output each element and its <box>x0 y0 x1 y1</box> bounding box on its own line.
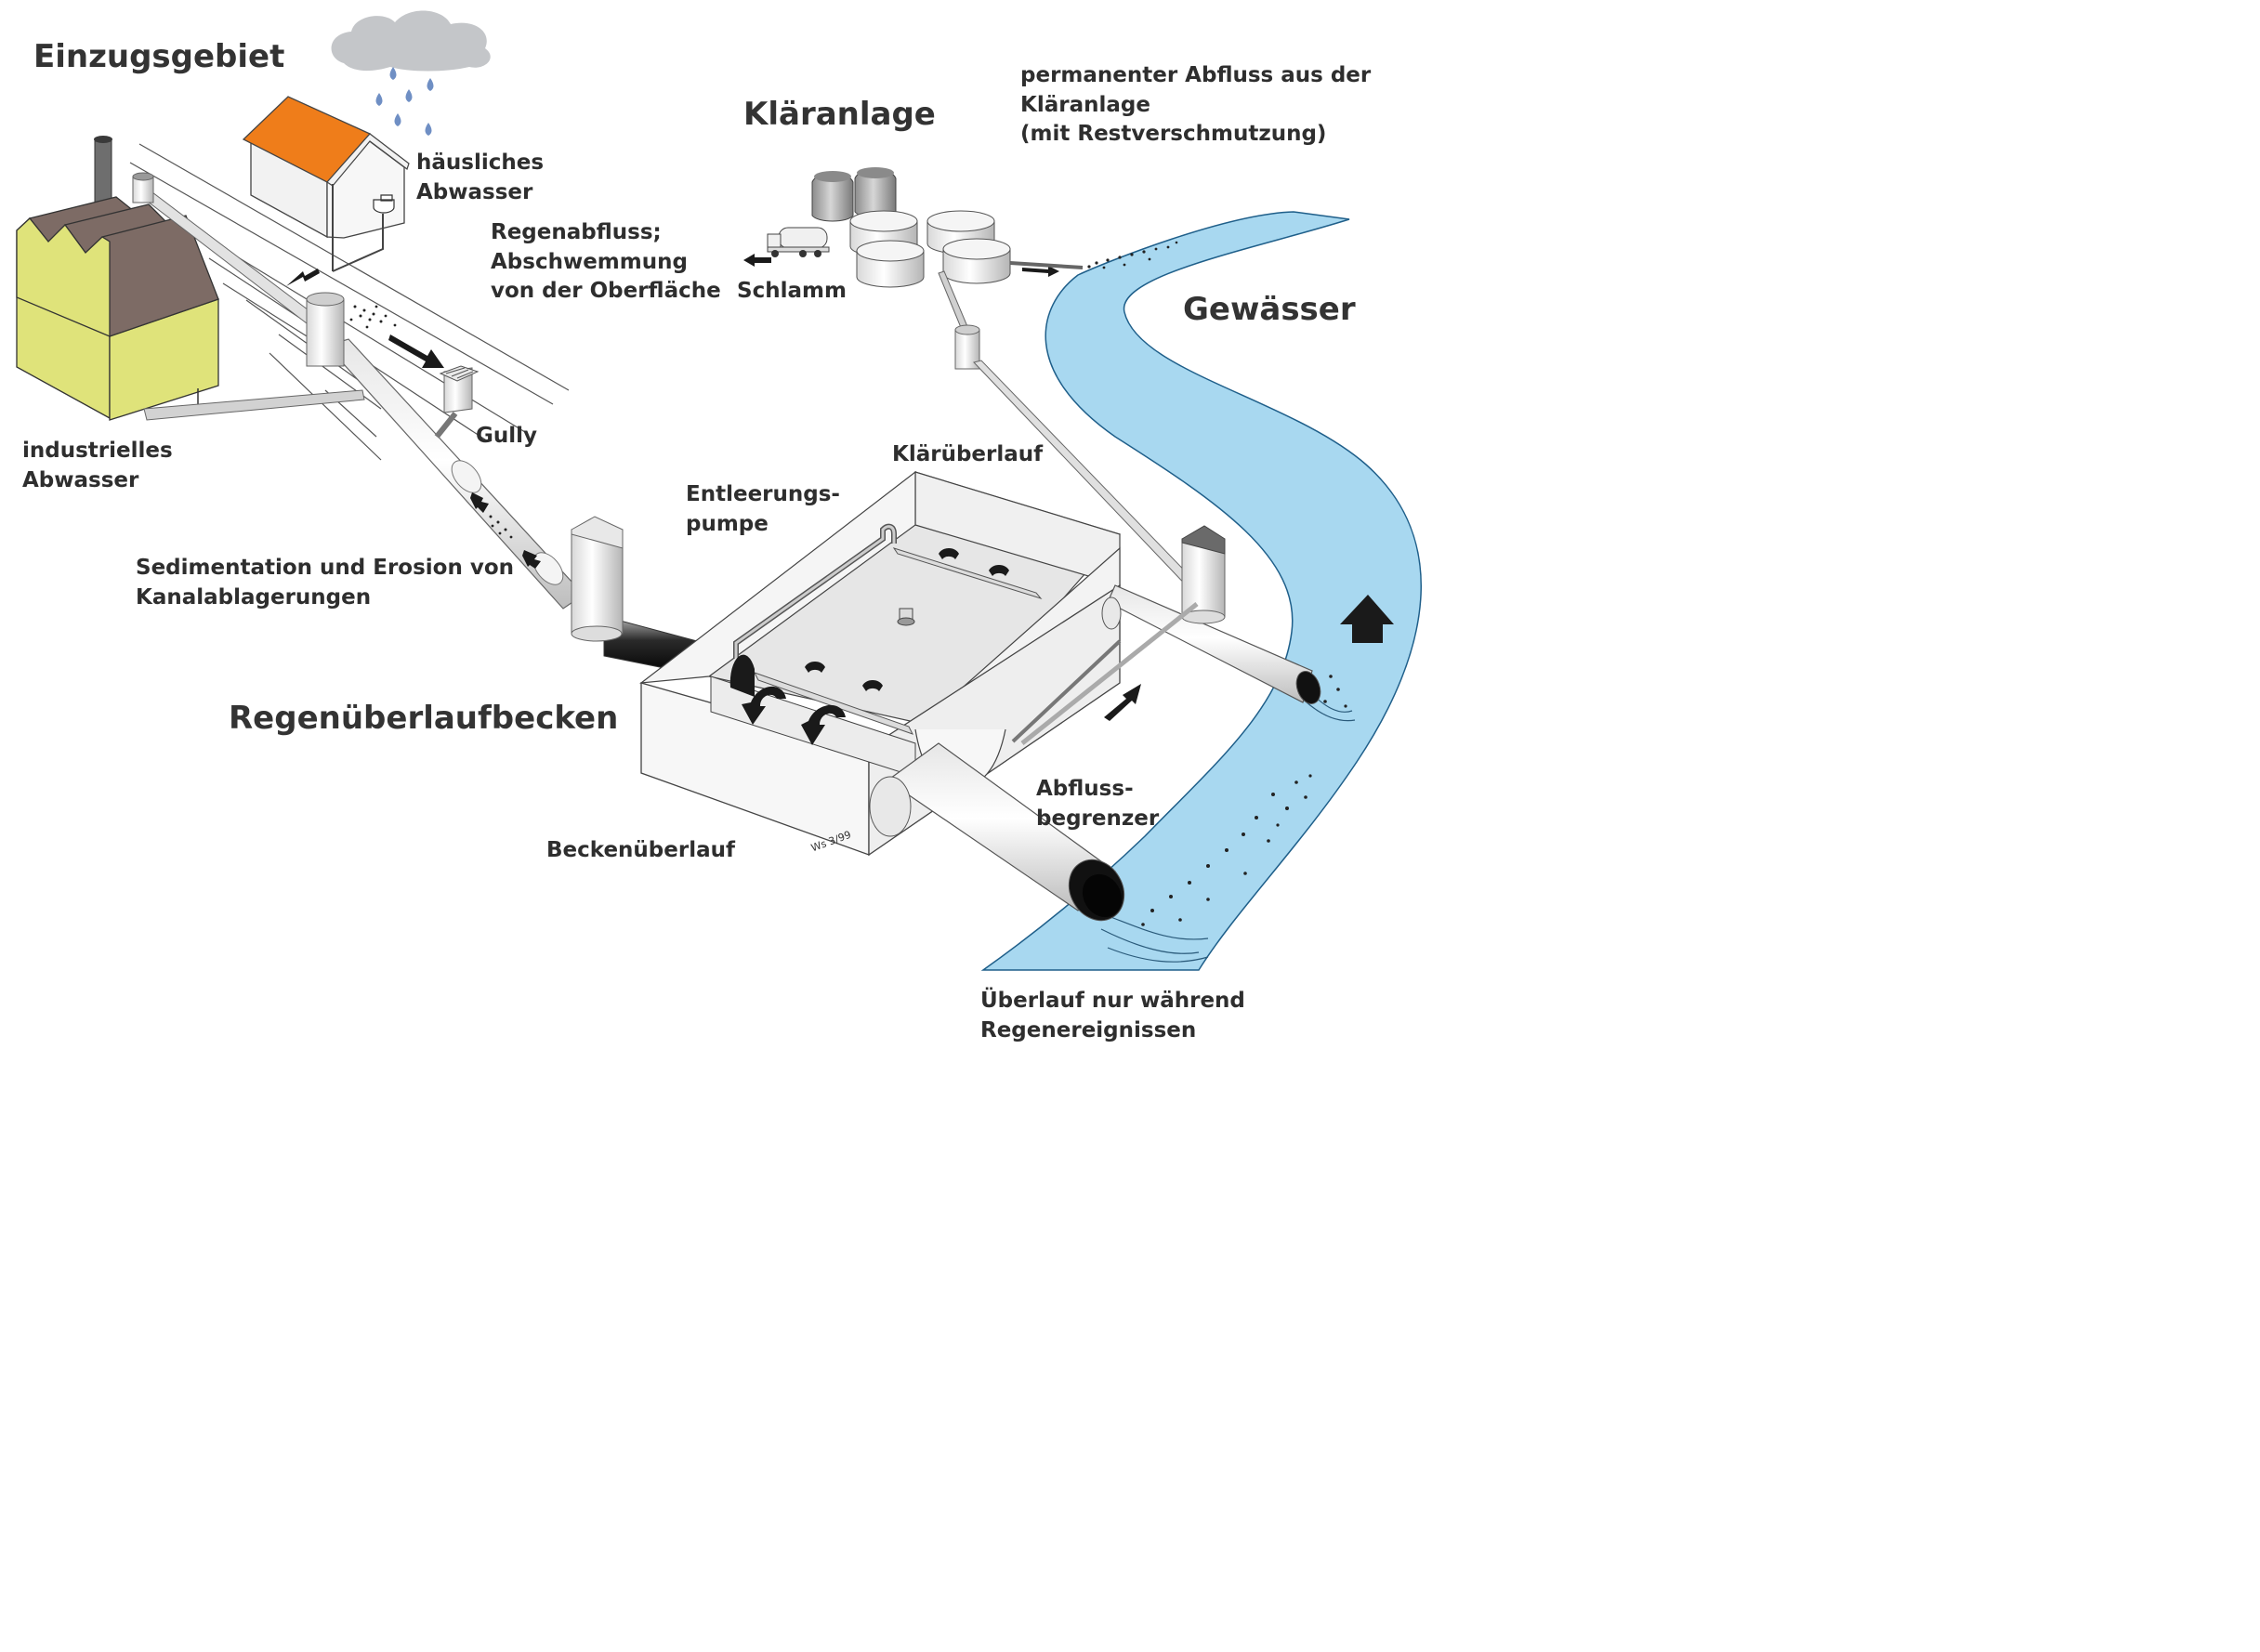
diagram-canvas <box>16 10 1422 971</box>
flow-arrows <box>286 254 1394 721</box>
industrial-pipe <box>143 389 365 421</box>
street-lines <box>129 143 570 461</box>
house-drain-arrow <box>286 269 320 286</box>
label-gewaesser: Gewässer <box>1183 291 1356 328</box>
emptying-pump <box>897 608 915 626</box>
manhole-middle <box>306 292 345 367</box>
label-klaeranlage: Kläranlage <box>743 96 936 133</box>
digester-2 <box>854 167 897 218</box>
surface-runoff-particles <box>349 305 397 329</box>
river-flow-arrow <box>1340 595 1394 643</box>
toilet-icon <box>373 194 395 214</box>
label-gully: Gully <box>476 424 538 448</box>
basin-flush-arrows <box>742 686 846 745</box>
house <box>242 96 410 272</box>
outflow-ripples-lower <box>1100 914 1209 963</box>
throttle-flow-arrow <box>1104 684 1141 721</box>
basin-left-wall <box>638 470 916 684</box>
pipe-flow-arrow-2 <box>522 550 541 569</box>
clarifier-overflow-pipe <box>1101 584 1321 704</box>
gully <box>434 365 480 439</box>
plant-outflow-arrow <box>1022 266 1059 277</box>
rain-drops <box>375 67 434 136</box>
label-klaerueberlauf: Klärüberlauf <box>892 442 1044 466</box>
manhole-upper <box>132 172 154 203</box>
label-entleerungspumpe: Entleerungs-pumpe <box>686 482 840 536</box>
factory <box>16 136 219 421</box>
river <box>980 211 1422 971</box>
manhole-inflow <box>571 516 624 642</box>
basin-overflow-pipe <box>869 742 1125 922</box>
label-regenueberlaufbecken: Regenüberlaufbecken <box>229 700 619 737</box>
label-beckenueberlauf: Beckenüberlauf <box>546 838 735 862</box>
clarifier-tanks <box>811 167 1084 288</box>
pipe-flow-arrow-1 <box>470 492 489 513</box>
throttle-outflow-pipe <box>1020 602 1199 745</box>
label-einzugsgebiet: Einzugsgebiet <box>33 38 285 75</box>
label-schlamm: Schlamm <box>737 279 847 303</box>
label-abflussbegrenzer: Abfluss-begrenzer <box>1036 777 1160 831</box>
sludge-arrow <box>743 254 771 267</box>
river-pollution-upper <box>1087 241 1178 269</box>
digester-1 <box>811 171 854 222</box>
cloud <box>331 10 491 72</box>
flushing-nozzles <box>729 547 1009 697</box>
manhole-clarifier <box>1181 525 1226 624</box>
river-pollution-lower <box>1141 675 1347 926</box>
runoff-arrow <box>388 334 444 368</box>
sludge-truck <box>767 227 830 257</box>
pipe-sediment-particles <box>481 507 513 539</box>
